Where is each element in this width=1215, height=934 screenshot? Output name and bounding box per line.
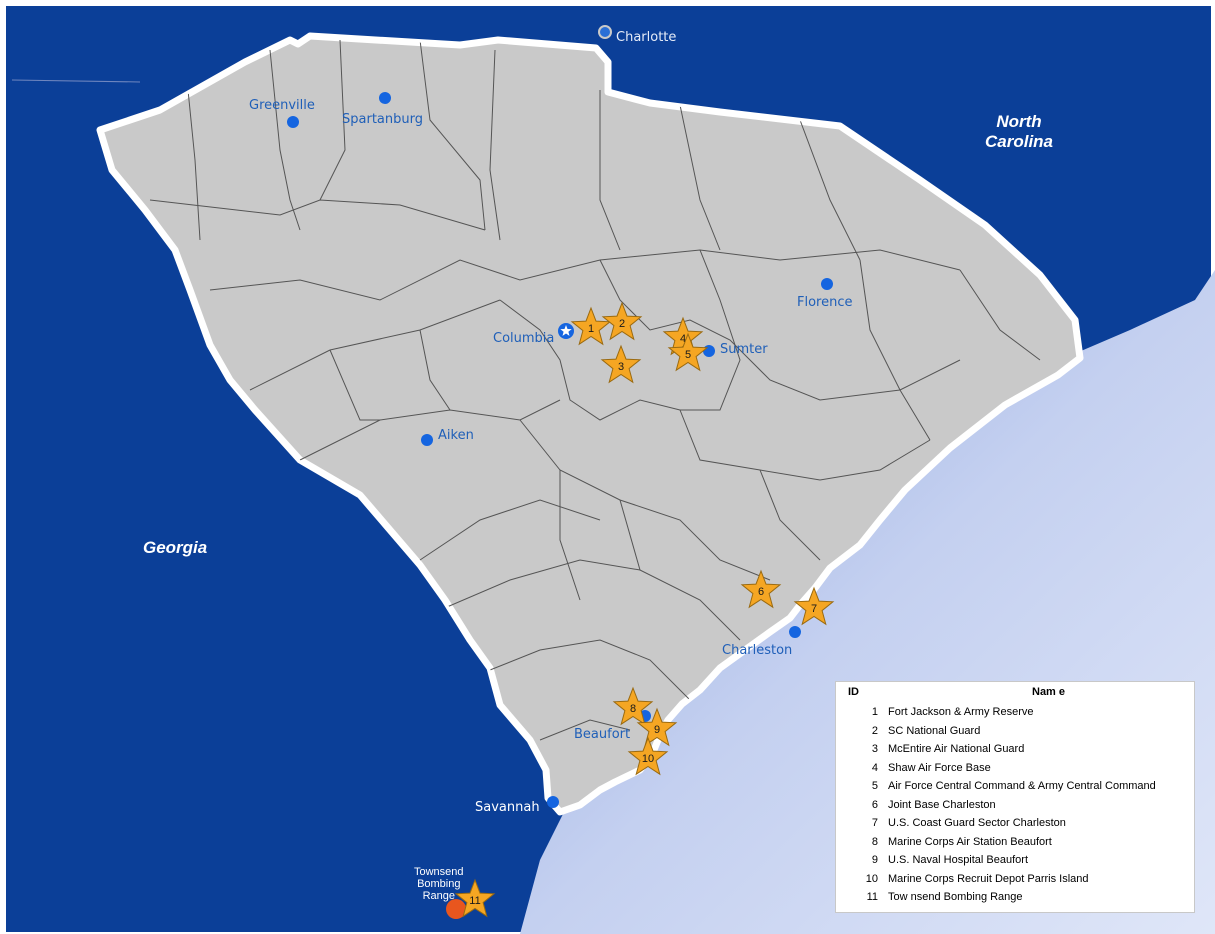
legend-row-name: McEntire Air National Guard [888, 743, 1025, 755]
legend-row: 2 SC National Guard [836, 722, 1194, 740]
legend-row: 9 U.S. Naval Hospital Beaufort [836, 851, 1194, 869]
star-shape [601, 301, 643, 341]
star-number-label: 8 [630, 703, 636, 715]
star-number-label: 6 [758, 586, 764, 598]
star-number-label: 9 [654, 724, 660, 736]
city-dot-spartanburg [379, 92, 391, 104]
city-label-columbia: Columbia [493, 331, 555, 346]
star-number-label: 10 [642, 753, 654, 765]
legend-row-id: 1 [871, 706, 878, 718]
city-dot-sumter [703, 345, 715, 357]
legend-row-name: U.S. Coast Guard Sector Charleston [888, 817, 1066, 829]
installation-star-5: 5 [667, 332, 709, 372]
legend-row-id: 9 [871, 854, 878, 866]
city-label-greenville: Greenville [249, 98, 315, 113]
legend-row: 11 Tow nsend Bombing Range [836, 888, 1194, 906]
city-label-sumter: Sumter [720, 342, 768, 357]
capital-marker-columbia [558, 323, 574, 339]
star-shape [612, 686, 654, 726]
legend-row-name: Tow nsend Bombing Range [888, 891, 1023, 903]
installation-star-2: 2 [601, 301, 643, 341]
legend-row-name: Shaw Air Force Base [888, 761, 991, 774]
legend-row-name: U.S. Naval Hospital Beaufort [888, 854, 1029, 866]
city-label-beaufort: Beaufort [574, 727, 631, 742]
legend-row-id: 3 [871, 743, 878, 755]
nc-border-line [11, 79, 141, 83]
installation-star-3: 3 [600, 344, 642, 384]
legend-row: 10 Marine Corps Recruit Depot Parris Isla… [836, 870, 1194, 888]
installation-star-6: 6 [740, 569, 782, 609]
installation-star-10: 10 [627, 736, 669, 776]
installation-star-1: 1 [570, 306, 612, 346]
legend-row-id: 8 [871, 835, 878, 848]
legend-row: 4 Shaw Air Force Base [836, 759, 1194, 777]
state-label-georgia: Georgia [143, 538, 208, 557]
legend-row-id: 6 [871, 798, 878, 811]
star-number-label: 3 [618, 361, 624, 373]
legend-row-id: 11 [866, 891, 878, 903]
star-number-label: 2 [619, 318, 625, 330]
star-number-label: 1 [588, 323, 594, 335]
installation-star-11: 11 [454, 878, 496, 918]
city-markers [287, 25, 833, 919]
city-label-aiken: Aiken [438, 428, 474, 443]
legend-row-name: Marine Corps Air Station Beaufort [888, 835, 1052, 848]
legend-row-id: 2 [871, 724, 878, 737]
star-shape [636, 707, 678, 747]
star-number-label: 4 [680, 333, 686, 345]
state-label-north-carolina: North Carolina [985, 112, 1054, 151]
star-shape [667, 332, 709, 372]
star-shape [454, 878, 496, 918]
legend-row-name: Fort Jackson & Army Reserve [888, 706, 1034, 718]
legend-row-name: Marine Corps Recruit Depot Parris Island [888, 872, 1089, 885]
city-label-charlotte: Charlotte [616, 30, 677, 45]
installations-legend: ID Nam e 1 Fort Jackson & Army Reserve 2 SC… [835, 681, 1195, 913]
legend-row: 6 Joint Base Charleston [836, 796, 1194, 814]
legend-name-header: Nam e [1032, 686, 1066, 698]
installation-star-9: 9 [636, 707, 678, 747]
legend-row: 8 Marine Corps Air Station Beaufort [836, 833, 1194, 851]
star-shape [793, 586, 835, 626]
city-dot-charlotte [598, 25, 612, 39]
city-dot-charleston [789, 626, 801, 638]
city-dot-savannah [547, 796, 559, 808]
legend-row-id: 7 [871, 817, 878, 829]
legend-row: 7 U.S. Coast Guard Sector Charleston [836, 814, 1194, 832]
star-number-label: 11 [469, 895, 480, 907]
city-label-savannah: Savannah [475, 800, 540, 815]
townsend-range-label: Townsend Bombing Range [414, 866, 464, 902]
legend-row-name: SC National Guard [888, 724, 981, 737]
legend-row-name: Joint Base Charleston [888, 798, 996, 811]
city-label-spartanburg: Spartanburg [342, 112, 423, 127]
legend-row-name: Air Force Central Command & Army Central… [888, 780, 1156, 792]
installation-markers: 1 2 3 4 5 6 7 8 9 10 11 [454, 301, 835, 918]
legend-row-id: 4 [871, 761, 878, 774]
legend-id-header: ID [848, 686, 859, 698]
star-shape [740, 569, 782, 609]
south-carolina-state [96, 32, 1084, 816]
city-dot-greenville [287, 116, 299, 128]
legend-row: 5 Air Force Central Command & Army Centra… [836, 777, 1194, 795]
county-boundaries [149, 39, 1041, 741]
townsend-range-dot [446, 899, 466, 919]
city-dot-aiken [421, 434, 433, 446]
installation-star-8: 8 [612, 686, 654, 726]
legend-row: 3 McEntire Air National Guard [836, 740, 1194, 758]
legend-row: 1 Fort Jackson & Army Reserve [836, 703, 1194, 721]
legend-row-id: 10 [865, 872, 878, 885]
city-dot-florence [821, 278, 833, 290]
city-label-florence: Florence [797, 295, 853, 310]
legend-row-id: 5 [871, 780, 878, 792]
star-shape [600, 344, 642, 384]
installation-star-7: 7 [793, 586, 835, 626]
star-number-label: 5 [685, 349, 691, 361]
star-shape [570, 306, 612, 346]
star-number-label: 7 [811, 603, 817, 615]
city-label-charleston: Charleston [722, 643, 793, 658]
star-shape [627, 736, 669, 776]
